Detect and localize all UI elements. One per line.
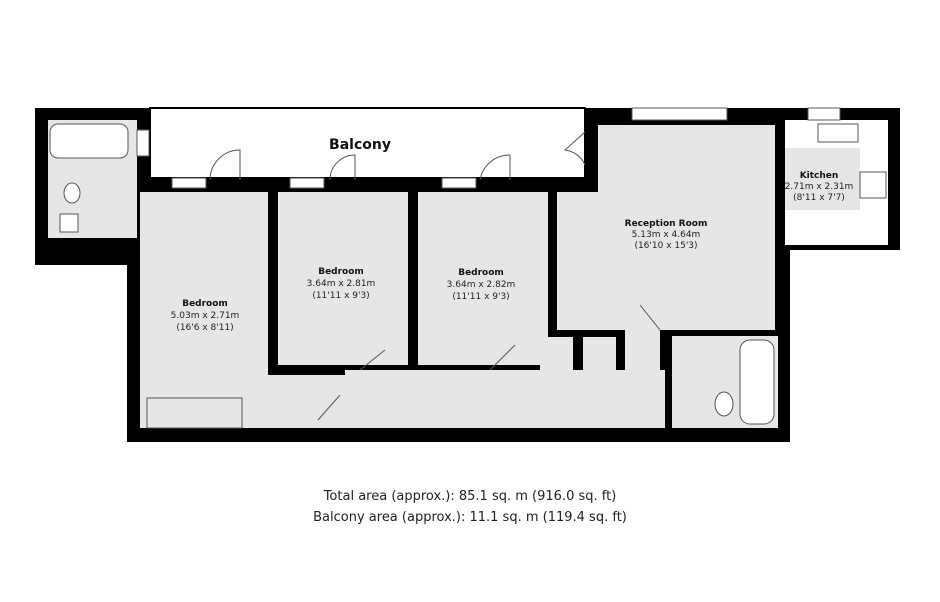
reception-room <box>598 125 775 330</box>
bedroom-3 <box>418 192 548 365</box>
bathtub-right <box>739 339 775 425</box>
area-summary: Total area (approx.): 85.1 sq. m (916.0 … <box>0 486 940 528</box>
kitchen-sink-icon <box>817 123 859 143</box>
toilet-icon <box>714 391 734 417</box>
room-dimensions-metric: 5.03m x 2.71m <box>171 311 240 321</box>
room-dimensions-metric: 5.13m x 4.64m <box>632 230 701 240</box>
room-label-bedroom-1: Bedroom 5.03m x 2.71m (16'6 x 8'11) <box>171 299 240 333</box>
cupboard <box>583 337 616 372</box>
room-dimensions-imperial: (16'6 x 8'11) <box>176 323 233 333</box>
hallway <box>345 370 665 428</box>
bedroom-1 <box>140 192 268 428</box>
room-name: Bedroom <box>182 299 228 309</box>
room-dimensions-imperial: (16'10 x 15'3) <box>634 241 697 251</box>
room-label-reception: Reception Room 5.13m x 4.64m (16'10 x 15… <box>625 219 708 251</box>
cupboard <box>540 337 573 372</box>
bathtub-left <box>49 123 129 159</box>
wardrobe <box>146 397 243 429</box>
toilet-icon <box>63 182 81 204</box>
room-label-bedroom-2: Bedroom 3.64m x 2.81m (11'11 x 9'3) <box>307 267 376 301</box>
windows <box>136 107 841 189</box>
room-name: Reception Room <box>625 219 708 229</box>
room-name: Bedroom <box>318 267 364 277</box>
room-dimensions-imperial: (11'11 x 9'3) <box>452 292 509 302</box>
reception-room <box>557 192 602 330</box>
balcony-label: Balcony <box>329 137 391 153</box>
room-dimensions-metric: 3.64m x 2.81m <box>307 279 376 289</box>
room-name: Kitchen <box>800 171 839 181</box>
room-dimensions-imperial: (8'11 x 7'7) <box>793 193 845 203</box>
room-name: Bedroom <box>458 268 504 278</box>
room-label-bedroom-3: Bedroom 3.64m x 2.82m (11'11 x 9'3) <box>447 268 516 302</box>
balcony-area-text: Balcony area (approx.): 11.1 sq. m (119.… <box>313 510 627 525</box>
doors <box>209 131 661 421</box>
balcony-area <box>149 107 586 179</box>
hallway-right <box>625 330 660 428</box>
sink-icon <box>59 213 79 233</box>
room-dimensions-metric: 3.64m x 2.82m <box>447 280 516 290</box>
hob-icon <box>859 171 887 199</box>
room-label-kitchen: Kitchen 2.71m x 2.31m (8'11 x 7'7) <box>785 171 854 203</box>
room-dimensions-imperial: (11'11 x 9'3) <box>312 291 369 301</box>
total-area: Total area (approx.): 85.1 sq. m (916.0 … <box>323 489 617 504</box>
room-dimensions-metric: 2.71m x 2.31m <box>785 182 854 192</box>
bedroom-2 <box>278 192 408 365</box>
kitchen <box>785 148 860 210</box>
